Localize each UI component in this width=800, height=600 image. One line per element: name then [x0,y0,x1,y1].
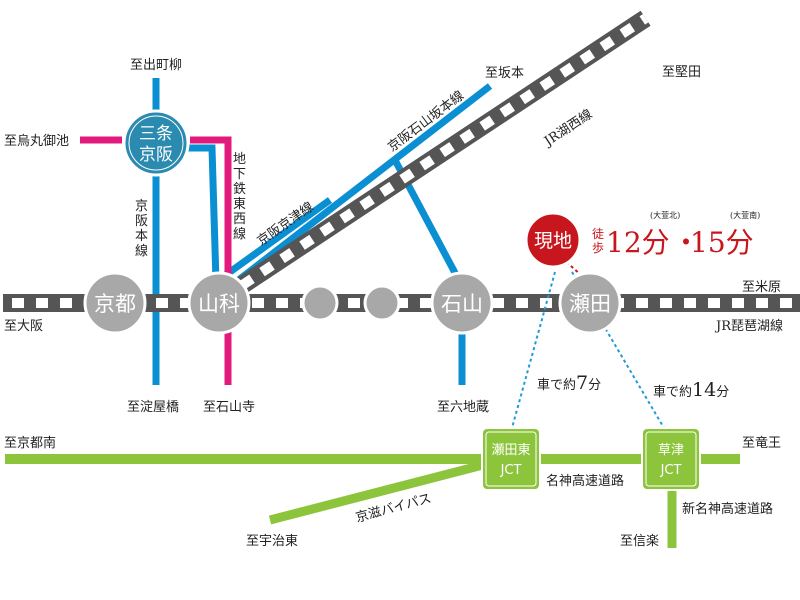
station-unnamed-2 [363,284,401,322]
station-sanjo-label: 三条 [139,124,173,144]
station-seta-label: 瀬田 [569,292,611,316]
svg-text:京: 京 [135,199,148,214]
meishin-road [5,454,740,464]
keihan-keishin-line [176,144,220,283]
svg-text:下: 下 [233,167,246,182]
subway-tozai-line [190,136,232,385]
dest-demachiyanagi: 至出町柳 [130,58,182,73]
station-kyoto-marker [83,271,147,335]
site-marker [524,211,582,269]
keiji-bypass-road [268,453,512,525]
drive-times: 車で約7分 車で約14分 [537,372,729,401]
label-subway-tozai: 地 下 鉄 東 西 線 [233,152,246,242]
station-ishiyama-marker [430,271,494,335]
destination-labels: 至出町柳 至烏丸御池 至坂本 至堅田 至大阪 至米原 至淀屋橋 至石山寺 至六地… [4,58,781,549]
jr-kosei-track [229,14,649,297]
station-sanjo-keihan-ring [128,115,184,171]
station-yamashina-marker [187,271,251,335]
dest-katata: 至堅田 [662,65,701,80]
label-keihan-honsen: 京 阪 本 線 [135,199,148,259]
dest-osaka: 至大阪 [4,319,43,334]
svg-text:線: 線 [135,243,148,259]
site: 現地 徒 歩 12分 ・ 15分 (大萱北) (大萱南) [524,210,760,269]
stations: 京都 山科 石山 瀬田 三条 京阪 [83,109,622,335]
svg-text:地: 地 [233,152,246,167]
jct-kusatsu-jct: JCT [660,463,682,478]
jr-tracks [3,10,800,312]
dest-maibara: 至米原 [742,280,781,295]
dest-sakamoto: 至坂本 [485,66,524,81]
drive-kusatsu-label: 車で約14分 [653,379,729,401]
site-note-2: (大萱南) [730,210,760,220]
site-walk-char-1: 徒 [592,227,604,241]
station-unnamed-1 [301,284,339,322]
jct-kusatsu-box [641,427,701,491]
svg-text:鉄: 鉄 [233,182,246,197]
station-kyoto-label: 京都 [94,292,136,316]
jct-seta-higashi-name: 瀬田東 [491,442,530,458]
station-seta-marker [558,271,622,335]
site-note-1: (大萱北) [650,210,680,220]
jr-biwako-track [3,298,800,308]
drive-route-seta-higashi [511,271,556,429]
junctions: 瀬田東 JCT 草津 JCT [481,427,701,491]
site-separator: ・ [672,226,700,259]
station-keihan-label: 京阪 [139,145,173,165]
dest-rokujizo: 至六地蔵 [437,400,489,415]
site-time-2: 15分 [690,226,754,259]
station-ishiyama-label: 石山 [441,292,483,316]
dest-karasuma-oike: 至烏丸御池 [4,133,69,149]
svg-text:線: 線 [233,226,246,242]
jct-seta-higashi-box [481,427,541,491]
station-sanjo-keihan-marker [122,109,190,177]
dest-ryuo: 至竜王 [742,436,781,451]
dest-uji-higashi: 至宇治東 [246,533,298,549]
site-connector [561,257,583,277]
label-jr-kosei: JR湖西線 [540,106,596,150]
label-jr-biwako: JR琵琶湖線 [714,318,783,334]
keihan-ishiyama-sakamoto-line [229,83,493,288]
dest-kyoto-minami: 至京都南 [4,435,56,451]
dest-yodoyabashi: 至淀屋橋 [127,400,179,415]
site-walk-char-2: 歩 [592,240,604,255]
svg-text:東: 東 [233,196,246,212]
dest-ishiyamadera: 至石山寺 [203,400,255,415]
svg-text:西: 西 [233,212,246,227]
dest-shigaraki: 至信楽 [620,533,659,549]
label-shin-meishin: 新名神高速道路 [682,501,773,517]
svg-text:本: 本 [135,229,148,244]
site-label: 現地 [534,230,572,252]
svg-text:阪: 阪 [135,214,148,229]
jct-seta-higashi-jct: JCT [500,463,522,478]
jct-kusatsu-name: 草津 [658,443,684,458]
site-time-1: 12分 [606,226,670,259]
keihan-keishin-line-east [213,197,333,285]
drive-seta-higashi-label: 車で約7分 [537,372,601,394]
label-meishin: 名神高速道路 [546,473,624,489]
station-yamashina-label: 山科 [198,292,240,316]
